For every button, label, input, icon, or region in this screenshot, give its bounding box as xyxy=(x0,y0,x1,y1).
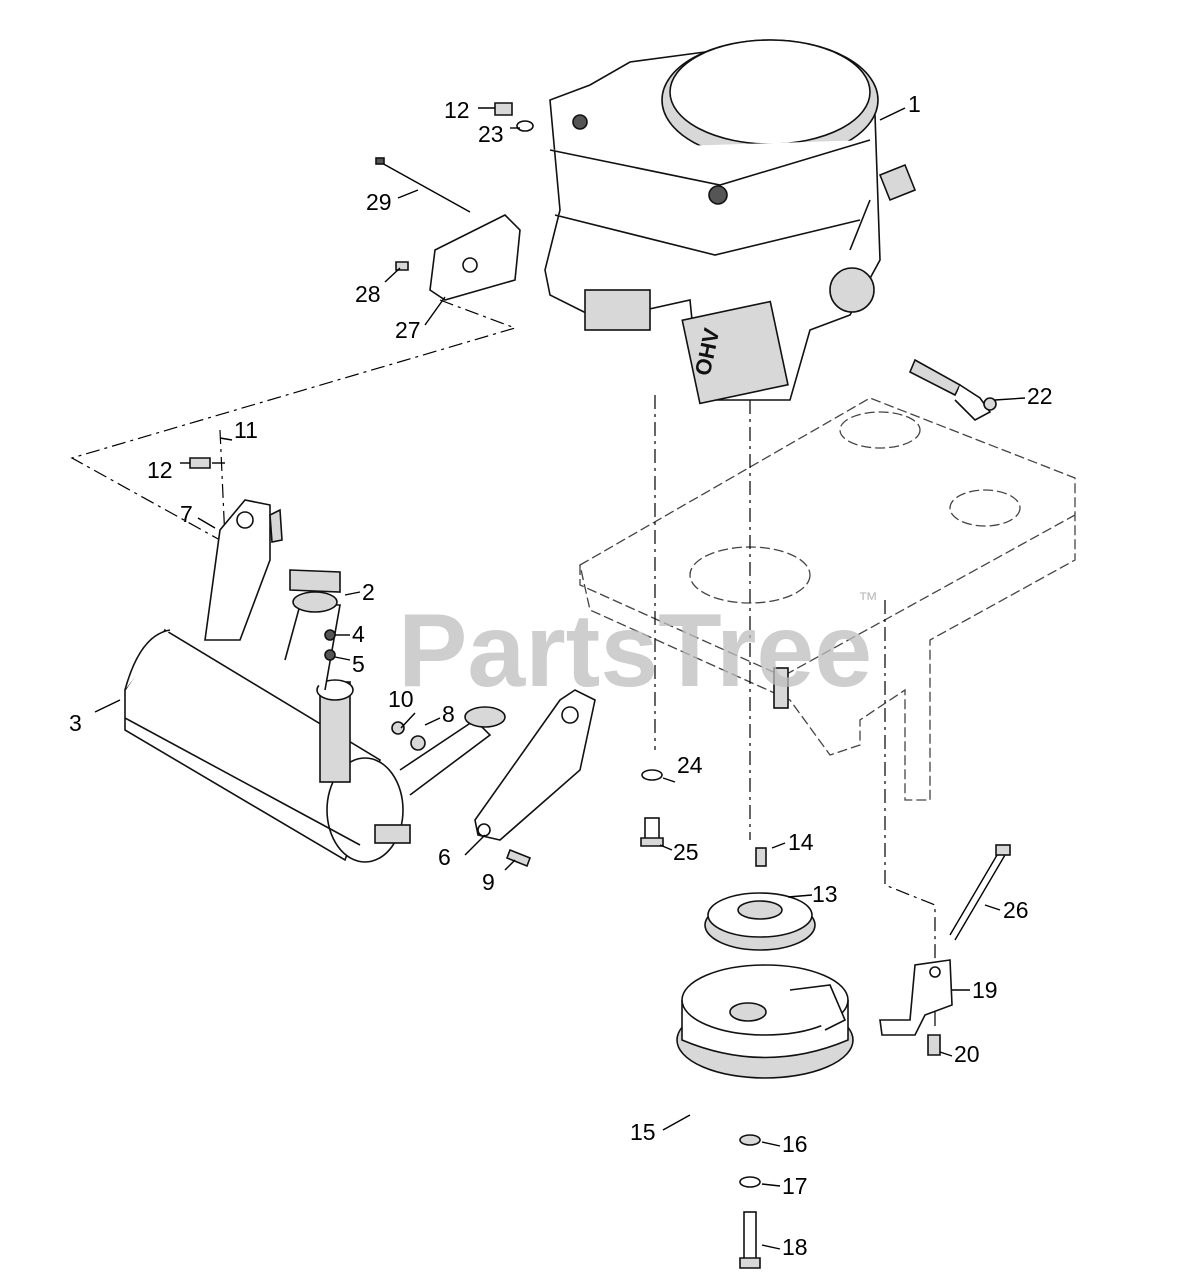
callout-labels: 1 2 3 4 5 6 7 8 9 10 11 12 12 13 14 15 1… xyxy=(69,91,1053,1260)
callout-14: 14 xyxy=(788,829,814,855)
callout-10: 10 xyxy=(388,686,414,712)
hardware-top xyxy=(189,102,534,469)
callout-24: 24 xyxy=(677,752,703,778)
callout-3: 3 xyxy=(69,710,82,736)
callout-11: 11 xyxy=(234,417,258,443)
callout-4: 4 xyxy=(352,621,365,647)
callout-18: 18 xyxy=(782,1234,808,1260)
callout-13: 13 xyxy=(812,881,838,907)
callout-6: 6 xyxy=(438,844,451,870)
callout-9: 9 xyxy=(482,869,495,895)
bracket-7 xyxy=(204,499,283,641)
callout-27: 27 xyxy=(395,317,421,343)
clutch-hardware xyxy=(739,1134,761,1269)
callout-28: 28 xyxy=(355,281,381,307)
callout-15: 15 xyxy=(630,1119,656,1145)
engine: OHV xyxy=(544,39,917,405)
callout-12-left: 12 xyxy=(147,457,173,483)
callout-19: 19 xyxy=(972,977,998,1003)
fuel-fitting xyxy=(908,358,997,421)
callout-5: 5 xyxy=(352,651,365,677)
callout-25: 25 xyxy=(673,839,699,865)
bracket-6 xyxy=(474,689,596,868)
callout-20: 20 xyxy=(954,1041,980,1067)
callout-29: 29 xyxy=(366,189,392,215)
callout-7: 7 xyxy=(180,501,193,527)
callout-2: 2 xyxy=(362,579,375,605)
callout-17: 17 xyxy=(782,1173,808,1199)
deck-frame xyxy=(579,397,1076,801)
muffler xyxy=(124,569,506,863)
callout-16: 16 xyxy=(782,1131,808,1157)
callout-1: 1 xyxy=(908,91,921,117)
callout-23: 23 xyxy=(478,121,504,147)
callout-22: 22 xyxy=(1027,383,1053,409)
watermark-trademark: ™ xyxy=(858,589,878,611)
bracket-19 xyxy=(879,844,1011,1056)
pulley-13 xyxy=(704,847,816,951)
assembly-leaders xyxy=(70,299,936,1030)
callout-12-top: 12 xyxy=(444,97,470,123)
clutch-15 xyxy=(676,964,854,1079)
callout-8: 8 xyxy=(442,701,455,727)
callout-26: 26 xyxy=(1003,897,1029,923)
bracket-27 xyxy=(375,157,521,301)
callout-leaders xyxy=(94,107,1026,1250)
watermark-text: PartsTree xyxy=(398,593,872,709)
bolt-24-25 xyxy=(640,769,664,847)
